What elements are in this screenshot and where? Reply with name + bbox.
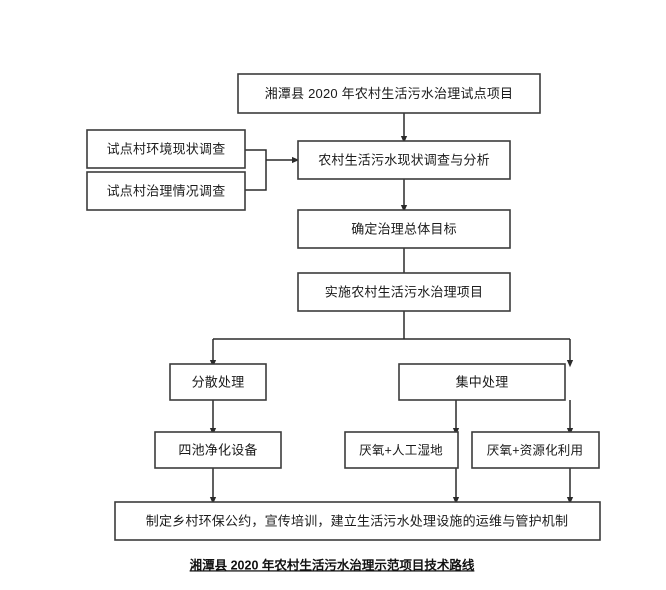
node-village-treat-survey: 试点村治理情况调查 xyxy=(86,171,246,211)
node-project-label: 湘潭县 2020 年农村生活污水治理试点项目 xyxy=(265,86,514,101)
node-centralized-label: 集中处理 xyxy=(456,374,509,389)
node-anaerobic-resource-label: 厌氧+资源化利用 xyxy=(487,443,583,457)
connector-env-survey-to-analysis xyxy=(245,149,267,160)
node-status-analysis: 农村生活污水现状调查与分析 xyxy=(297,140,511,180)
node-mechanism: 制定乡村环保公约，宣传培训，建立生活污水处理设施的运维与管护机制 xyxy=(114,501,601,541)
node-anaerobic-wetland-label: 厌氧+人工湿地 xyxy=(359,442,443,457)
node-centralized: 集中处理 xyxy=(398,363,566,401)
node-overall-goal: 确定治理总体目标 xyxy=(297,209,511,249)
node-decentralized: 分散处理 xyxy=(169,363,267,401)
node-project: 湘潭县 2020 年农村生活污水治理试点项目 xyxy=(237,73,541,114)
node-four-pond-label: 四池净化设备 xyxy=(178,442,257,457)
diagram-caption: 湘潭县 2020 年农村生活污水治理示范项目技术路线 xyxy=(190,557,475,572)
node-decentralized-label: 分散处理 xyxy=(192,374,245,389)
node-implement-project: 实施农村生活污水治理项目 xyxy=(297,272,511,312)
node-anaerobic-resource: 厌氧+资源化利用 xyxy=(471,431,600,469)
node-mechanism-label: 制定乡村环保公约，宣传培训，建立生活污水处理设施的运维与管护机制 xyxy=(146,513,568,528)
node-village-treat-survey-label: 试点村治理情况调查 xyxy=(107,183,226,198)
node-four-pond: 四池净化设备 xyxy=(154,431,282,469)
node-village-env-survey-label: 试点村环境现状调查 xyxy=(107,141,226,156)
node-village-env-survey: 试点村环境现状调查 xyxy=(86,129,246,169)
diagram-caption-text: 湘潭县 2020 年农村生活污水治理示范项目技术路线 xyxy=(190,557,475,572)
connector-implement-split-bus xyxy=(213,311,570,340)
connector-treat-survey-to-analysis xyxy=(245,160,267,191)
node-implement-project-label: 实施农村生活污水治理项目 xyxy=(325,284,483,299)
node-status-analysis-label: 农村生活污水现状调查与分析 xyxy=(318,152,490,167)
node-overall-goal-label: 确定治理总体目标 xyxy=(351,221,457,236)
node-anaerobic-wetland: 厌氧+人工湿地 xyxy=(344,431,459,469)
